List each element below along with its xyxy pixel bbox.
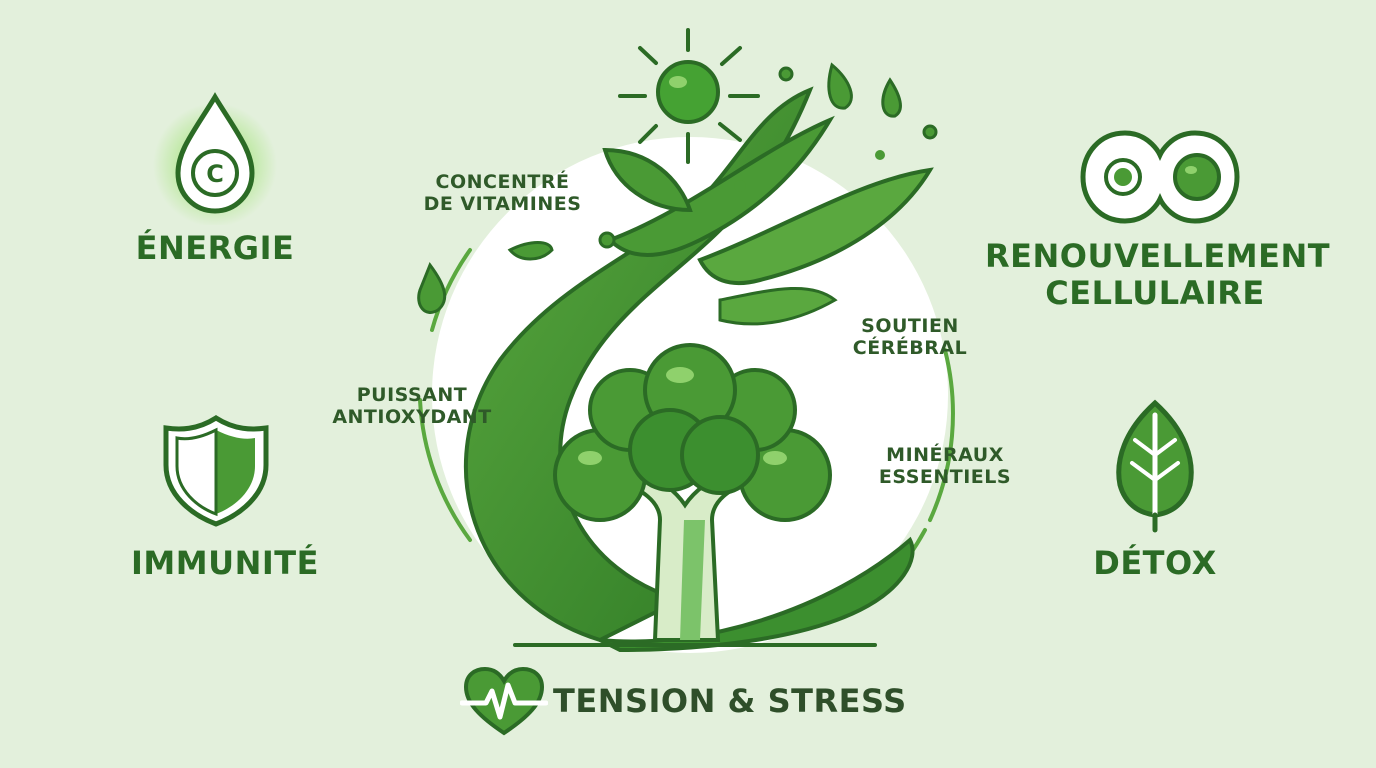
energie-label: ÉNERGIE — [135, 229, 295, 267]
mineraux-line2: ESSENTIELS — [878, 465, 1012, 488]
shield-icon — [163, 415, 269, 527]
leaf-icon — [1116, 399, 1194, 533]
antioxydant-annotation: PUISSANT ANTIOXYDANT — [322, 384, 502, 429]
vitamin-c-letter: C — [206, 160, 224, 188]
mineraux-line1: MINÉRAUX — [886, 444, 1004, 466]
renouvellement-label: RENOUVELLEMENT CELLULAIRE — [985, 237, 1331, 312]
vitamines-annotation: CONCENTRÉ DE VITAMINES — [405, 171, 600, 216]
cerebral-annotation: SOUTIEN CÉRÉBRAL — [840, 315, 980, 360]
renouvellement-line1: RENOUVELLEMENT — [985, 237, 1331, 275]
mineraux-annotation: MINÉRAUX ESSENTIELS — [865, 444, 1025, 489]
renouvellement-line2: CELLULAIRE — [1045, 273, 1265, 312]
cerebral-line2: CÉRÉBRAL — [852, 336, 968, 359]
juice-swirl — [417, 62, 938, 653]
broccoli-icon — [553, 343, 832, 642]
cerebral-line1: SOUTIEN — [861, 315, 959, 337]
vitamin-c-drop-icon: C — [153, 92, 277, 225]
immunite-label: IMMUNITÉ — [131, 544, 319, 582]
vitamines-line2: DE VITAMINES — [423, 192, 582, 215]
sun-icon — [618, 28, 760, 164]
detox-label: DÉTOX — [1093, 544, 1217, 582]
antioxydant-line2: ANTIOXYDANT — [332, 405, 492, 428]
tension-label: TENSION & STRESS — [553, 682, 907, 720]
vitamines-line1: CONCENTRÉ — [435, 171, 570, 193]
cells-icon — [1080, 130, 1240, 224]
heart-pulse-icon — [460, 666, 548, 736]
antioxydant-line1: PUISSANT — [356, 384, 468, 406]
